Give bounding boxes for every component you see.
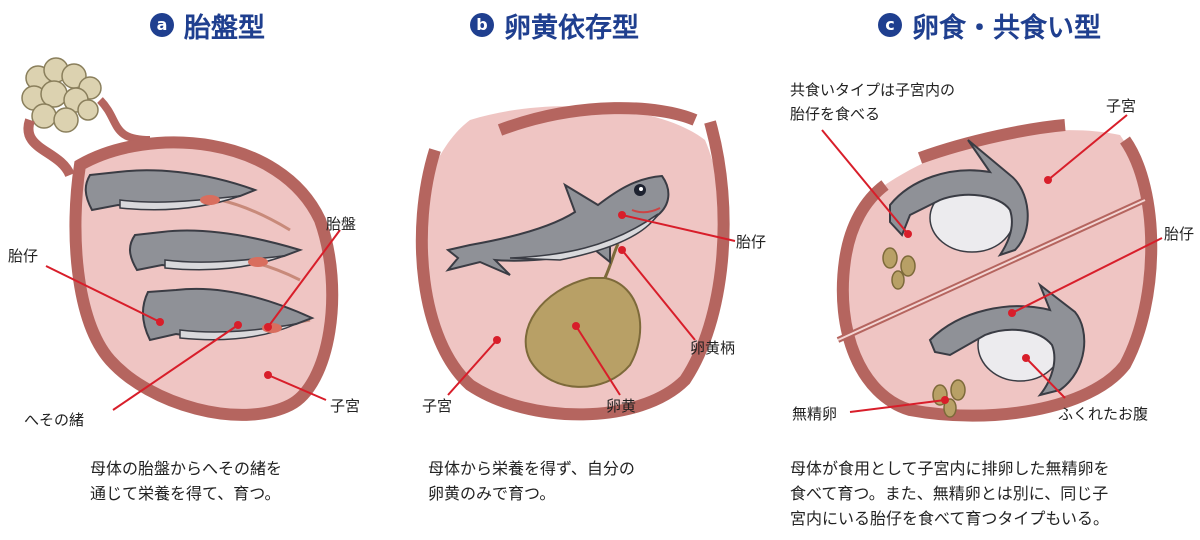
label-placenta: 胎盤 — [326, 215, 357, 233]
badge-c: c — [878, 13, 902, 37]
panel-b-title-text: 卵黄依存型 — [504, 12, 639, 44]
panel-c-title-text: 卵食・共食い型 — [912, 12, 1101, 44]
badge-b: b — [470, 13, 494, 37]
badge-a: a — [150, 13, 174, 37]
description-c-line-2: 食べて育つ。また、無精卵とは別に、同じ子 — [790, 484, 1109, 503]
fetus-shark-lower — [928, 281, 1086, 418]
label-fetus-c: 胎仔 — [1164, 225, 1195, 243]
ovary — [21, 57, 102, 133]
description-c: 母体が食用として子宮内に排卵した無精卵を 食べて育つ。また、無精卵とは別に、同じ… — [790, 456, 1110, 531]
label-fetus-a: 胎仔 — [8, 247, 39, 265]
label-umbilical-cord: へその緒 — [24, 411, 85, 429]
oophagy-illustration — [821, 114, 1163, 422]
label-swollen-belly: ふくれたお腹 — [1058, 405, 1149, 423]
fetus-shark-1 — [84, 169, 258, 212]
description-b: 母体から栄養を得ず、自分の 卵黄のみで育つ。 — [428, 456, 635, 506]
placental-illustration — [21, 57, 341, 421]
description-c-line-1: 母体が食用として子宮内に排卵した無精卵を — [790, 459, 1110, 478]
fetus-shark-upper — [882, 139, 1029, 290]
panel-c-title: c 卵食・共食い型 — [878, 8, 1101, 44]
description-a-line-2: 通じて栄養を得て、育つ。 — [90, 484, 281, 503]
panel-a-title-text: 胎盤型 — [184, 12, 265, 44]
label-fetus-b: 胎仔 — [736, 233, 767, 251]
description-b-line-2: 卵黄のみで育つ。 — [428, 484, 556, 503]
yolk-dependent-illustration — [415, 102, 736, 421]
label-unfertilized-egg: 無精卵 — [792, 405, 838, 423]
label-cannibal-note-line-2: 胎仔を食べる — [790, 105, 881, 123]
description-c-line-3: 宮内にいる胎仔を食べて育つタイプもいる。 — [790, 509, 1110, 528]
panel-placental: a 胎盤型 — [0, 0, 400, 540]
description-b-line-1: 母体から栄養を得ず、自分の — [428, 459, 635, 478]
description-a-line-1: 母体の胎盤からへその緒を — [90, 459, 283, 478]
label-uterus-b: 子宮 — [422, 397, 453, 415]
label-yolk-stalk: 卵黄柄 — [690, 339, 736, 357]
fetus-shark-b — [445, 174, 670, 276]
fetus-shark-2 — [129, 229, 304, 272]
label-yolk: 卵黄 — [606, 397, 637, 415]
label-cannibal-note-line-1: 共食いタイプは子宮内の — [790, 81, 956, 99]
panel-a-title: a 胎盤型 — [150, 8, 265, 44]
description-a: 母体の胎盤からへその緒を 通じて栄養を得て、育つ。 — [90, 456, 282, 506]
label-cannibal-note: 共食いタイプは子宮内の 胎仔を食べる — [790, 78, 955, 126]
yolk-sac — [524, 277, 642, 388]
panel-b-title: b 卵黄依存型 — [470, 8, 639, 44]
label-uterus-c: 子宮 — [1106, 97, 1137, 115]
panel-oophagy: c 卵食・共食い型 共食いタイプは子 — [790, 0, 1200, 540]
panel-yolk-dependent: b 卵黄依存型 胎仔 卵黄柄 子宮 卵黄 母体から栄養を得ず、自分の 卵黄のみで… — [400, 0, 790, 540]
label-uterus-a: 子宮 — [330, 397, 361, 415]
